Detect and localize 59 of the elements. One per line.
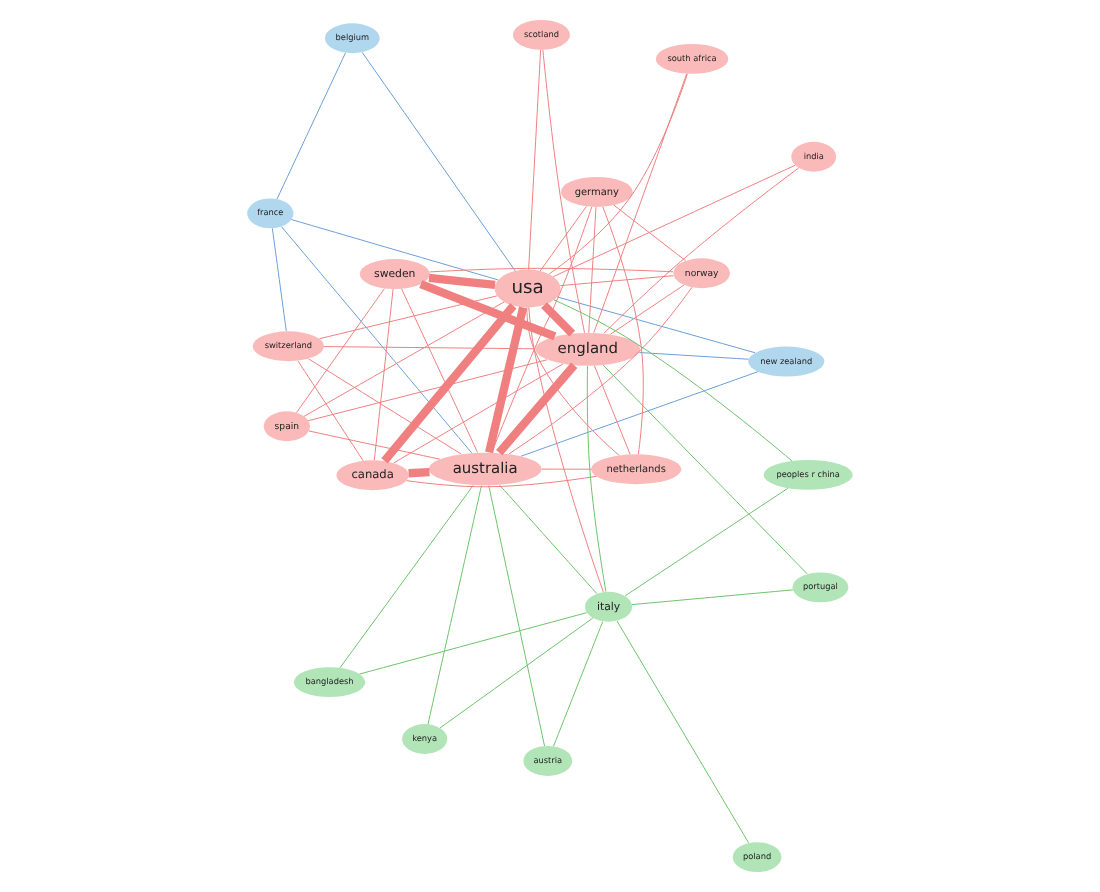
connector xyxy=(624,487,789,597)
connector xyxy=(631,589,794,606)
connector xyxy=(485,306,528,454)
connector xyxy=(308,430,441,460)
connector xyxy=(428,273,496,290)
connector xyxy=(541,468,592,470)
connector xyxy=(276,52,346,200)
connector xyxy=(303,301,505,417)
connector xyxy=(638,352,749,360)
connector xyxy=(373,288,394,461)
connector xyxy=(499,484,598,595)
connector xyxy=(528,306,604,593)
connector xyxy=(381,303,517,464)
connector xyxy=(429,267,674,273)
connector xyxy=(419,280,557,341)
connector xyxy=(613,204,687,262)
connector xyxy=(553,299,793,462)
connector xyxy=(323,346,536,350)
connector xyxy=(496,362,578,456)
connector xyxy=(553,621,604,747)
connector xyxy=(552,164,796,278)
connector xyxy=(603,167,800,334)
connector xyxy=(548,73,688,275)
connector xyxy=(401,288,478,453)
connector xyxy=(488,485,546,747)
connector xyxy=(586,365,607,593)
connector xyxy=(271,227,287,332)
connector xyxy=(297,360,364,462)
connector xyxy=(602,364,808,575)
connector xyxy=(308,358,462,455)
connector xyxy=(361,51,516,272)
connector xyxy=(359,612,588,675)
connector xyxy=(528,49,542,270)
connector xyxy=(406,475,597,488)
connector xyxy=(290,219,499,281)
connector xyxy=(588,206,597,334)
connector xyxy=(339,484,474,669)
connector xyxy=(542,49,586,334)
connector xyxy=(319,295,498,340)
connector xyxy=(602,206,644,455)
connector xyxy=(307,359,548,422)
connector xyxy=(393,363,564,464)
connector xyxy=(539,205,587,272)
connector xyxy=(556,296,756,354)
connector xyxy=(593,73,688,334)
connector xyxy=(281,226,473,454)
connector xyxy=(296,288,385,414)
connector xyxy=(541,302,576,337)
connector xyxy=(408,467,430,478)
connector xyxy=(427,485,482,725)
connector xyxy=(526,306,620,456)
connector xyxy=(609,284,685,335)
connector xyxy=(593,365,631,455)
connector xyxy=(616,620,750,844)
connector xyxy=(520,371,759,457)
connector xyxy=(439,617,594,729)
node-ellipse: usa xyxy=(494,269,561,308)
connector xyxy=(508,286,693,455)
connector xyxy=(559,275,674,287)
